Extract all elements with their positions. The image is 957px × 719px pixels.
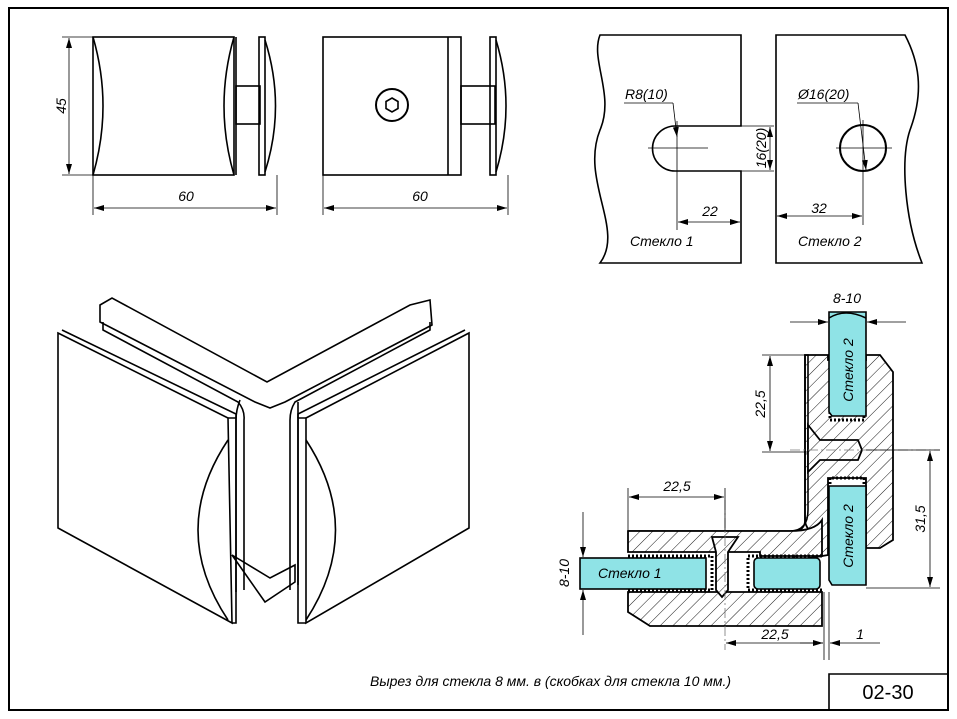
glass1-section-label: Стекло 1 — [598, 565, 662, 581]
section-thickness-left-dim: 8-10 — [556, 559, 572, 587]
section-vertical-offset-dim: 22,5 — [752, 390, 768, 418]
drawing-note: Вырез для стекла 8 мм. в (скобках для ст… — [370, 673, 731, 689]
drawing-code: 02-30 — [862, 682, 913, 704]
section-horizontal-bottom-dim: 22,5 — [760, 626, 788, 642]
section-thickness-top-dim: 8-10 — [833, 290, 861, 306]
section-height-right-dim: 31,5 — [912, 505, 928, 532]
glass2-top-section — [828, 311, 867, 417]
radius-dim: R8(10) — [625, 86, 668, 102]
glass2-label: Стекло 2 — [798, 233, 862, 249]
hole-dim: Ø16(20) — [797, 86, 849, 102]
glass1-cutout: R8(10) 16(20) 22 Стекло 1 — [594, 34, 774, 264]
side-width-dim: 60 — [178, 188, 194, 204]
glass1-label: Стекло 1 — [630, 233, 694, 249]
glass2-top-label: Стекло 2 — [840, 338, 856, 402]
hole-offset-dim: 32 — [811, 200, 827, 216]
section-horizontal-top-dim: 22,5 — [662, 478, 690, 494]
isometric-view — [57, 297, 470, 625]
slot-depth-dim: 22 — [701, 203, 718, 219]
title-block: 02-30 — [828, 673, 948, 710]
drawing-frame — [8, 7, 949, 711]
glass2-bottom-section — [828, 485, 867, 586]
section-gap-dim: 1 — [856, 626, 864, 642]
glass2-cutout: Ø16(20) 32 Стекло 2 — [775, 34, 924, 264]
hex-screw-icon — [375, 88, 409, 122]
front-width-dim: 60 — [412, 188, 428, 204]
side-view: 45 60 — [53, 36, 278, 215]
glass2-bottom-label: Стекло 2 — [840, 504, 856, 568]
section-view: Стекло 2 Стекло 2 Стекло 1 8-10 22,5 22,… — [556, 290, 940, 660]
slot-width-dim: 16(20) — [753, 128, 769, 168]
glass1-section — [579, 557, 707, 590]
side-height-dim: 45 — [53, 98, 69, 114]
front-view: 60 — [322, 36, 509, 215]
